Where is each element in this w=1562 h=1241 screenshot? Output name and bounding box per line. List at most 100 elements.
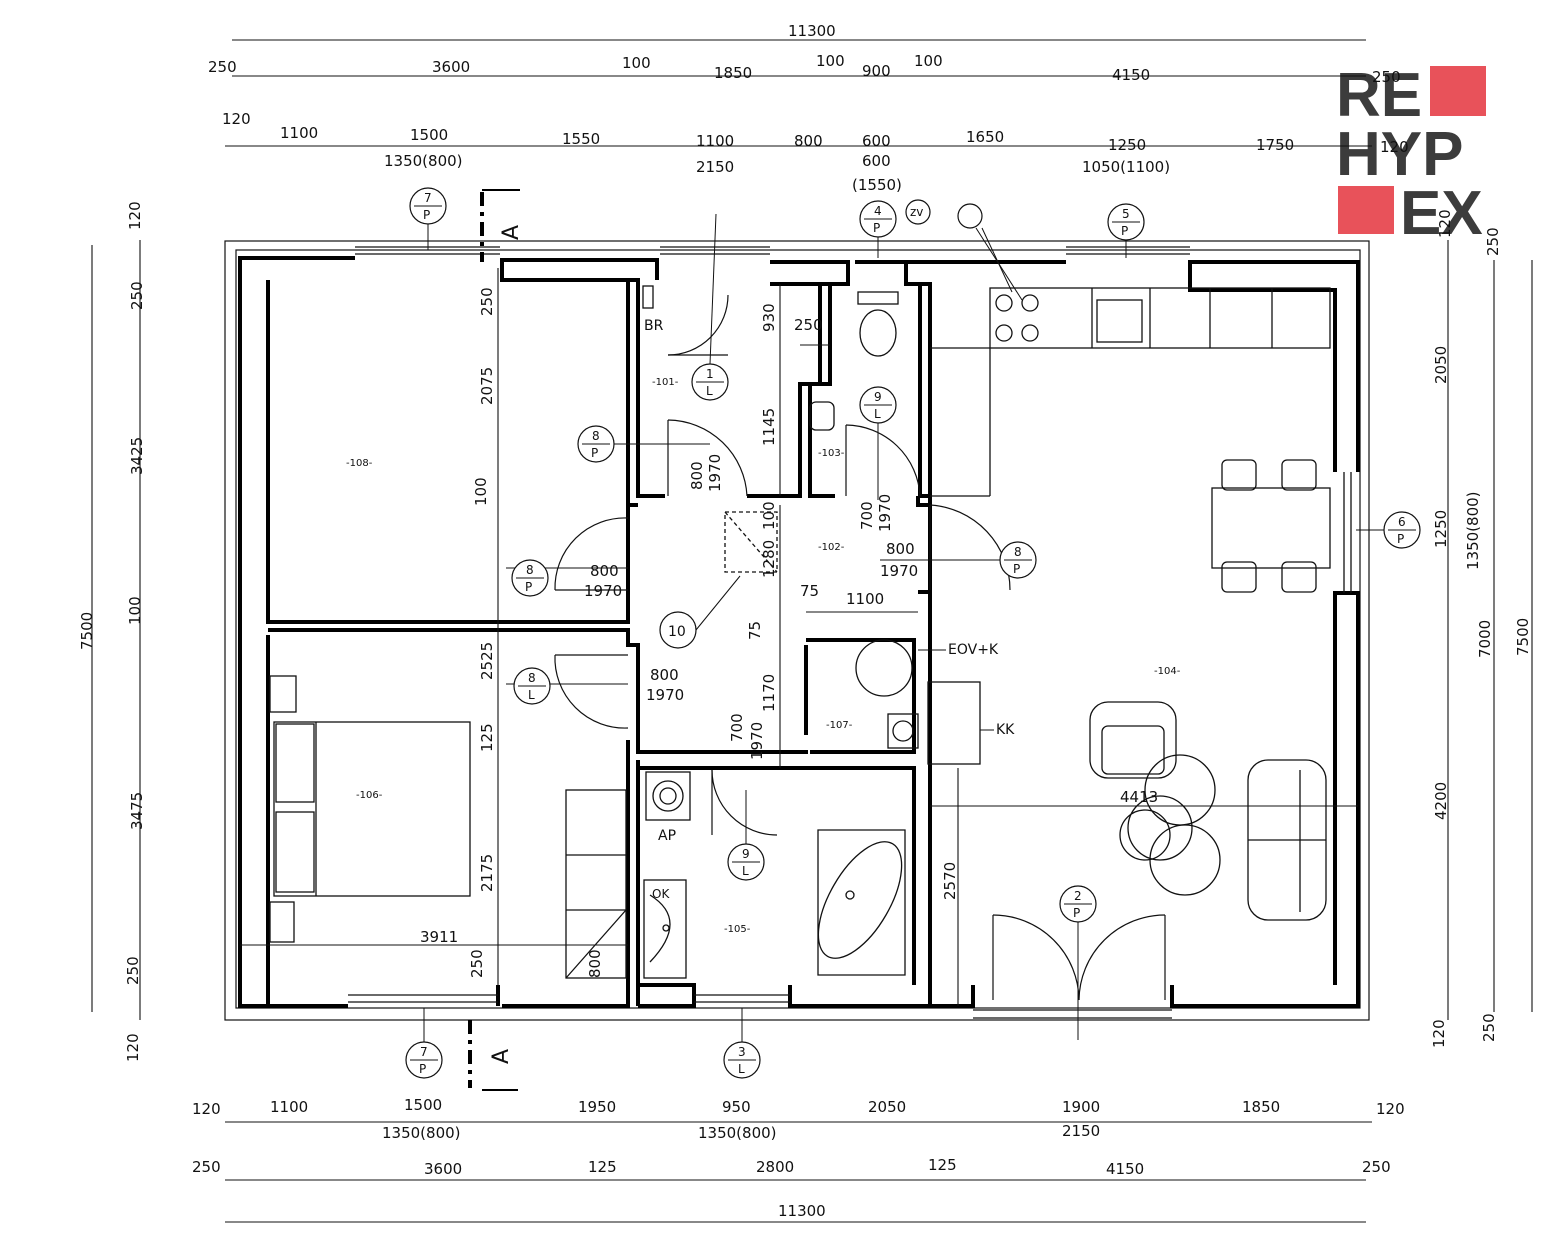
dim-int-12: 1970 bbox=[706, 454, 724, 492]
dim-bot-sub-2: 2150 bbox=[1062, 1122, 1100, 1140]
dim-int-24: 1970 bbox=[748, 722, 766, 760]
dim-bot-overall: 11300 bbox=[778, 1202, 826, 1220]
dim-bot-r1-1: 1100 bbox=[270, 1098, 308, 1116]
dim-right-8: 120 bbox=[1430, 1019, 1448, 1048]
cooktop-icon bbox=[995, 294, 1039, 342]
tag-6p-d: P bbox=[1397, 532, 1404, 546]
dim-top-sub-2: 600 bbox=[862, 152, 891, 170]
tag-3l-d: L bbox=[738, 1062, 745, 1076]
section-markers bbox=[468, 189, 520, 1091]
dim-int-7: 3911 bbox=[420, 928, 458, 946]
room-108: -108- bbox=[346, 458, 373, 469]
dim-int-19: 75 bbox=[800, 582, 819, 600]
dim-int-3: 2525 bbox=[478, 642, 496, 680]
dim-int-2: 100 bbox=[472, 477, 490, 506]
tag-8p-a-d: P bbox=[591, 446, 598, 460]
label-ok: OK bbox=[652, 887, 670, 901]
tag-9l-b-d: L bbox=[742, 864, 749, 878]
dim-top-overall: 11300 bbox=[788, 22, 836, 40]
dim-left-0: 120 bbox=[126, 201, 144, 230]
tag-2p-d: P bbox=[1073, 906, 1080, 920]
dim-right-3: 1250 bbox=[1432, 510, 1450, 548]
tag-zv: zv bbox=[910, 205, 923, 219]
room-102: -102- bbox=[818, 542, 845, 553]
dim-top-r2-9: 1750 bbox=[1256, 136, 1294, 154]
bottom-dimensions: 120 1100 1500 1950 950 2050 1900 1850 12… bbox=[192, 1096, 1405, 1220]
misc-labels: BR AP EOV+K KK OK bbox=[644, 318, 1015, 901]
tag-8p-c-d: P bbox=[525, 580, 532, 594]
tag-2p-n: 2 bbox=[1074, 889, 1082, 903]
dim-top-r2-0: 120 bbox=[222, 110, 251, 128]
pump-icon bbox=[887, 713, 919, 749]
dim-int-14: 1970 bbox=[876, 494, 894, 532]
dim-left-4: 3475 bbox=[128, 792, 146, 830]
right-dimensions: 120 250 2050 1250 1350(800) 7000 7500 42… bbox=[1430, 209, 1532, 1048]
dim-left-5: 250 bbox=[124, 956, 142, 985]
dim-top-r2-8: 1250 bbox=[1108, 136, 1146, 154]
dim-right-5: 7000 bbox=[1476, 620, 1494, 658]
dim-int-21: 75 bbox=[746, 621, 764, 640]
tag-10: 10 bbox=[668, 624, 686, 640]
dim-left-2: 3425 bbox=[128, 437, 146, 475]
dim-top-r2-5: 800 bbox=[794, 132, 823, 150]
armchair-icon bbox=[1089, 701, 1177, 779]
dim-right-1: 250 bbox=[1484, 227, 1502, 256]
dim-bot-r2-5: 4150 bbox=[1106, 1160, 1144, 1178]
dim-int-27: 800 bbox=[650, 666, 679, 684]
dim-top-r2-4: 1100 bbox=[696, 132, 734, 150]
tag-texts: 7 P 4 P 5 P 1 L 8 P 9 L 8 P 8 P 6 P 8 L … bbox=[419, 191, 1406, 1076]
chair-icon bbox=[1281, 459, 1317, 491]
dim-left-3: 100 bbox=[126, 596, 144, 625]
dim-top-sub-1: 2150 bbox=[696, 158, 734, 176]
dim-bot-r2-1: 3600 bbox=[424, 1160, 462, 1178]
dim-int-18: 1280 bbox=[760, 540, 778, 578]
dim-int-17: 100 bbox=[760, 501, 778, 530]
chimney-icon bbox=[927, 681, 981, 765]
tag-3l-n: 3 bbox=[738, 1045, 746, 1059]
dim-top-r2-1: 1100 bbox=[280, 124, 318, 142]
dim-bot-r1-7: 1850 bbox=[1242, 1098, 1280, 1116]
dim-int-6: 250 bbox=[468, 949, 486, 978]
dim-top-r2-2: 1500 bbox=[410, 126, 448, 144]
dim-bot-r2-0: 250 bbox=[192, 1158, 221, 1176]
toilet-icon bbox=[857, 291, 899, 357]
tag-8l-d: L bbox=[528, 688, 535, 702]
dim-bot-r1-3: 1950 bbox=[578, 1098, 616, 1116]
dim-bot-r1-5: 2050 bbox=[868, 1098, 906, 1116]
dim-int-31: 2570 bbox=[941, 862, 959, 900]
label-eov: EOV+K bbox=[948, 642, 999, 658]
dim-int-4: 125 bbox=[478, 723, 496, 752]
room-106: -106- bbox=[356, 790, 383, 801]
label-br: BR bbox=[644, 318, 664, 334]
top-dimensions: 11300 250 3600 100 1850 100 900 100 4150… bbox=[208, 22, 1409, 194]
dim-int-11: 800 bbox=[688, 461, 706, 490]
dim-int-33: 800 bbox=[586, 949, 604, 978]
bed-icon bbox=[273, 721, 471, 897]
bathtub-icon bbox=[817, 829, 906, 976]
dim-bot-r2-3: 2800 bbox=[756, 1158, 794, 1176]
stairs-icon bbox=[565, 789, 627, 979]
dim-left-overall: 7500 bbox=[78, 612, 96, 650]
boiler-icon bbox=[855, 639, 913, 697]
dim-int-15: 800 bbox=[886, 540, 915, 558]
dining-table bbox=[1211, 487, 1331, 569]
tag-9l-a-d: L bbox=[874, 407, 881, 421]
logo-line-3: EX bbox=[1400, 179, 1483, 248]
dim-right-6: 7500 bbox=[1514, 618, 1532, 656]
tag-7p-bot-n: 7 bbox=[420, 1045, 428, 1059]
leader-lines bbox=[423, 213, 1384, 1042]
dim-top-r1-0: 250 bbox=[208, 58, 237, 76]
dim-bot-sub-1: 1350(800) bbox=[698, 1124, 777, 1142]
section-a-top: A bbox=[499, 225, 524, 240]
tag-8p-a-n: 8 bbox=[592, 429, 600, 443]
tag-7p-top-n: 7 bbox=[424, 191, 432, 205]
dim-top-r2-6: 600 bbox=[862, 132, 891, 150]
dim-left-6: 120 bbox=[124, 1033, 142, 1062]
dim-left-1: 250 bbox=[128, 281, 146, 310]
washing-machine-icon bbox=[645, 771, 691, 821]
logo-line-1: RE bbox=[1336, 61, 1422, 130]
dim-top-r2-3: 1550 bbox=[562, 130, 600, 148]
dim-int-26: 1970 bbox=[584, 582, 622, 600]
left-dimensions: 7500 120 250 3425 100 3475 250 120 bbox=[78, 201, 146, 1062]
dim-right-4: 1350(800) bbox=[1464, 491, 1482, 570]
